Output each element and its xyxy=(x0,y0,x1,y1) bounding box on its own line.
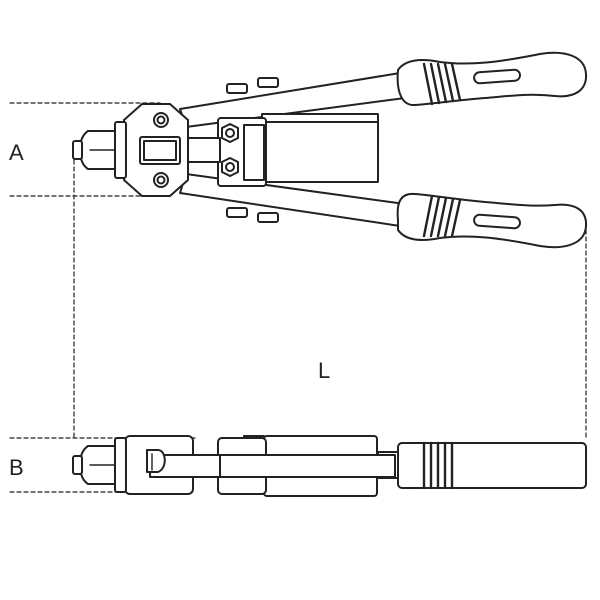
mandrel-housing xyxy=(261,113,379,183)
arm-bump xyxy=(226,83,248,94)
side-head-latch xyxy=(146,449,166,473)
side-handle-grip xyxy=(397,442,587,489)
side-grip-ridges xyxy=(422,441,454,490)
side-nosepiece-tip xyxy=(72,455,83,475)
dimension-label-b: B xyxy=(9,455,24,480)
head-shaft xyxy=(187,137,221,163)
side-nose-flange xyxy=(114,437,127,493)
tool-top-view xyxy=(72,51,588,249)
arm-bump xyxy=(257,212,279,223)
link-plate-inner xyxy=(243,124,265,181)
head-screw-top xyxy=(153,112,169,128)
upper-grip-slot xyxy=(473,68,521,85)
arm-bump xyxy=(226,207,248,218)
upper-grip-ridges xyxy=(422,62,462,106)
arm-bump xyxy=(257,77,279,88)
hex-nut-lower xyxy=(221,157,239,177)
nose-flange xyxy=(114,121,127,179)
nosepiece-tip xyxy=(72,140,83,160)
dimension-label-a: A xyxy=(9,140,24,165)
tool-side-view xyxy=(72,435,587,497)
lower-grip-ridges xyxy=(422,194,462,238)
hex-nut-upper xyxy=(221,123,239,143)
dimension-label-l: L xyxy=(318,358,330,383)
head-screw-bottom xyxy=(153,172,169,188)
lower-grip-slot xyxy=(473,213,521,230)
